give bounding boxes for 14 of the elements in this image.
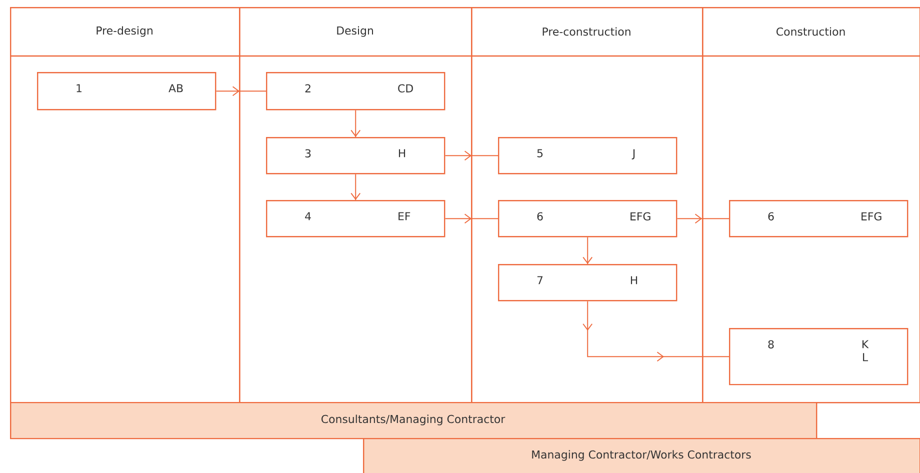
- process-box: 1 AB: [37, 72, 216, 110]
- arrow: [350, 174, 361, 200]
- arrow: [582, 236, 593, 264]
- process-box: 6 EFG: [498, 200, 678, 238]
- process-box: 4 EF: [266, 200, 446, 238]
- role-band: Consultants/Managing Contractor: [10, 402, 818, 440]
- process-box: 6 EFG: [729, 200, 908, 238]
- arrow: [350, 110, 361, 138]
- process-box: 5 J: [498, 137, 678, 174]
- role-band: Managing Contractor/Works Contractors: [363, 438, 920, 473]
- process-box: 7 H: [498, 264, 678, 302]
- process-box: 8 K L: [729, 328, 908, 386]
- process-box: 3 H: [266, 137, 446, 174]
- process-box: 2 CD: [266, 72, 446, 110]
